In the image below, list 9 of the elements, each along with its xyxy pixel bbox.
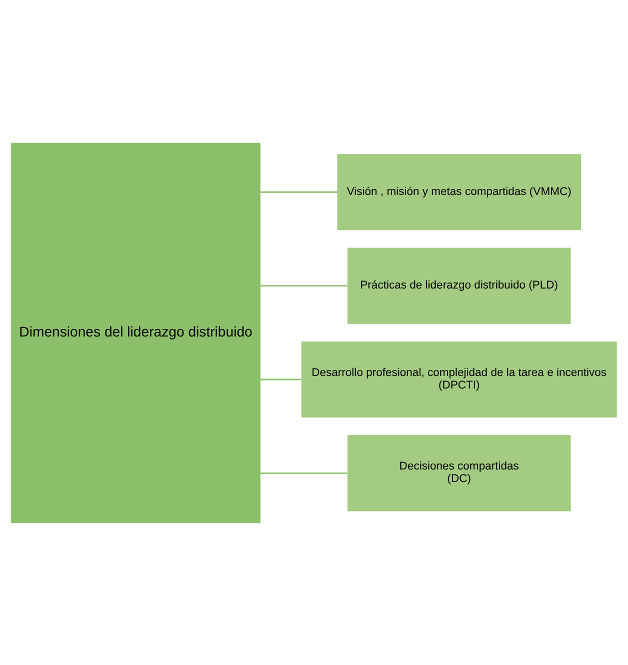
- node-box: Visión , misión y metas compartidas (VMMC): [337, 154, 581, 230]
- node-box: Desarrollo profesional, complejidad de la tarea e incentivos (DPCTI): [301, 340, 617, 418]
- connector: [260, 472, 348, 474]
- node-box: Prácticas de liderazgo distribuido (PLD): [347, 247, 571, 324]
- connector: [260, 190, 338, 192]
- connector: [260, 378, 302, 380]
- node-box: Decisiones compartidas (DC): [347, 434, 571, 511]
- connector: [260, 284, 348, 286]
- node-box: Dimensiones del liderazgo distribuido: [11, 142, 260, 523]
